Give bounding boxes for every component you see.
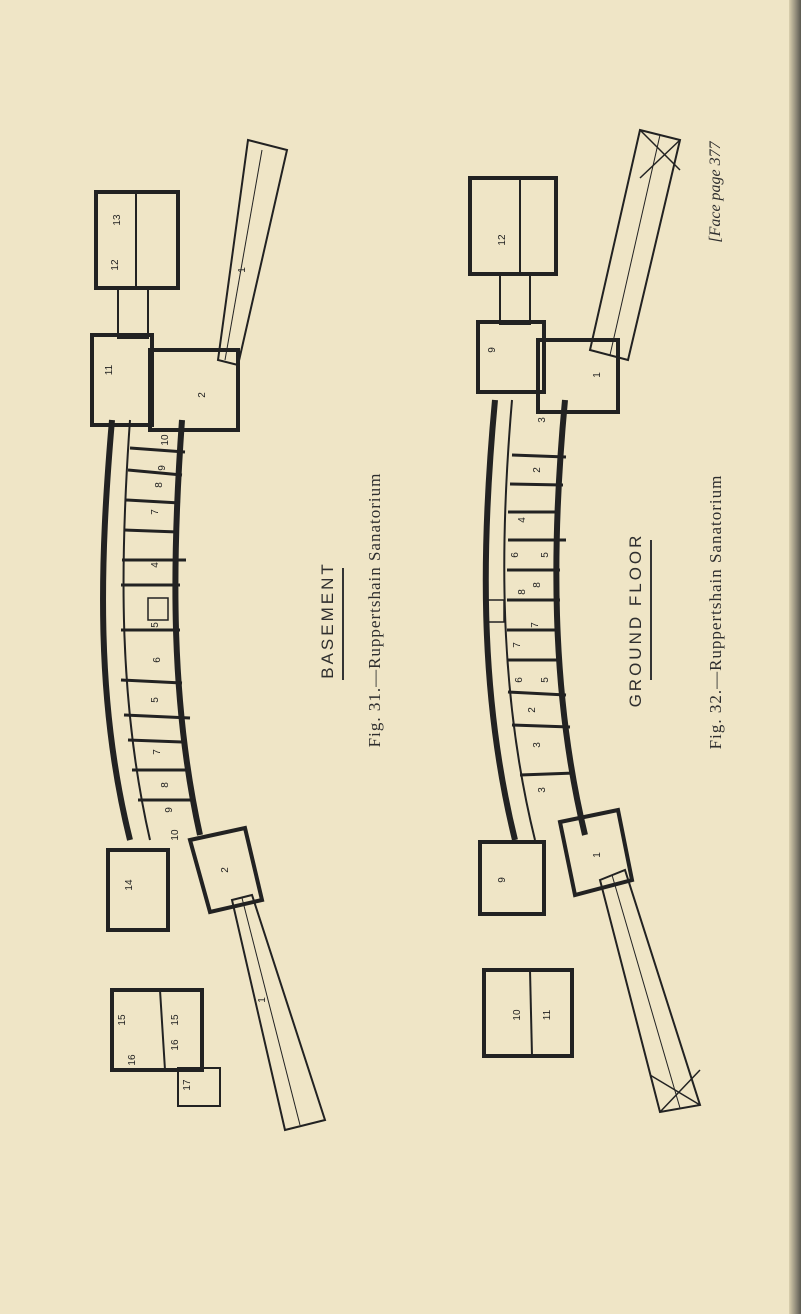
ground-passage-bottom-cap-b	[649, 1074, 701, 1106]
ground-block-bottom-divider	[529, 969, 533, 1057]
page-binding-edge	[789, 0, 801, 1314]
ground_floor-room-8-label: 8	[532, 582, 543, 588]
basement-passage-bottom	[230, 893, 327, 1132]
basement-room-5-label: 5	[150, 622, 161, 628]
basement-room-8-label: 8	[160, 782, 171, 788]
basement-figure-caption: Fig. 31.—Ruppertshain Sanatorium	[365, 472, 384, 748]
ground_floor-room-4-label: 4	[517, 517, 528, 523]
basement-room-10-label: 10	[160, 434, 171, 446]
ground-floor-figure-caption: Fig. 32.—Ruppertshain Sanatorium	[706, 474, 725, 750]
ground-room-9-bottom-block	[478, 840, 546, 916]
basement-room-partitions	[120, 446, 193, 802]
ground-passage-top-line	[609, 134, 661, 356]
ground-stair-mid	[485, 599, 505, 623]
basement-room-2-label: 2	[197, 392, 208, 398]
ground_floor-room-2-label: 2	[527, 707, 538, 713]
basement-label-underline	[342, 568, 344, 680]
basement-room-7-label: 7	[152, 749, 163, 755]
basement-room-15-label: 15	[117, 1014, 128, 1026]
ground_floor-room-8-label: 8	[517, 589, 528, 595]
basement-room-13-label: 13	[112, 214, 123, 226]
basement-block-bottom	[110, 988, 204, 1072]
ground_floor-room-12-label: 12	[497, 234, 508, 246]
ground-wing-outer-wall	[482, 399, 518, 841]
basement-room-10-label: 10	[170, 829, 181, 841]
ground_floor-room-2-label: 2	[532, 467, 543, 473]
basement-stair-mid	[147, 597, 169, 621]
ground_floor-room-3-label: 3	[532, 742, 543, 748]
basement-room-14-block	[106, 848, 170, 932]
ground_floor-room-3-label: 3	[537, 787, 548, 793]
ground-room-1-bottom	[557, 807, 635, 898]
basement-room-12-label: 12	[110, 259, 121, 271]
basement-room-1-label: 1	[257, 997, 268, 1003]
basement-room-7-label: 7	[150, 509, 161, 515]
ground_floor-room-3-label: 3	[537, 417, 548, 423]
ground_floor-room-1-label: 1	[592, 852, 603, 858]
basement-room-16-label: 16	[127, 1054, 138, 1066]
ground_floor-room-5-label: 5	[540, 677, 551, 683]
ground_floor-room-6-label: 6	[514, 677, 525, 683]
ground_floor-room-11-label: 11	[542, 1009, 553, 1020]
basement-passage-top-line	[224, 149, 263, 361]
basement-room-9-label: 9	[157, 465, 168, 471]
basement-room-6-label: 6	[152, 657, 163, 663]
ground-passage-top-cap-a	[639, 129, 681, 171]
ground-wing-corridor-line	[503, 399, 536, 841]
ground-block-bottom	[482, 968, 574, 1058]
basement-room-5-label: 5	[150, 697, 161, 703]
ground_floor-room-1-label: 1	[592, 372, 603, 378]
face-page-note: [Face page 377	[707, 141, 724, 243]
ground_floor-room-9-label: 9	[487, 347, 498, 353]
ground_floor-room-7-label: 7	[530, 622, 541, 628]
ground-floor-plan	[468, 128, 702, 1114]
basement-room-14-label: 14	[124, 879, 135, 891]
ground-wing-inner-wall	[553, 399, 588, 836]
basement-passage-bottom-line	[241, 897, 301, 1126]
basement-room-17-label: 17	[182, 1079, 193, 1091]
basement-room-15-label: 15	[170, 1014, 181, 1026]
basement-room-2-bottom	[187, 825, 265, 915]
basement-room-9-label: 9	[164, 807, 175, 813]
ground_floor-room-10-label: 10	[512, 1009, 523, 1021]
ground_floor-room-9-label: 9	[497, 877, 508, 883]
basement-wing-outer-wall	[100, 419, 133, 841]
ground_floor-room-7-label: 7	[512, 642, 523, 648]
ground-passage-top-cap-b	[639, 139, 681, 179]
basement-block-bottom-divider	[159, 989, 166, 1071]
basement-room-16-label: 16	[170, 1039, 181, 1051]
basement-room-11-block	[90, 333, 154, 427]
ground-passage-bottom-cap-a	[659, 1069, 701, 1113]
basement-room-8-label: 8	[154, 482, 165, 488]
ground-floor-plan-label: GROUND FLOOR	[626, 532, 645, 708]
ground-stair-top	[499, 273, 531, 325]
basement-wing-inner-wall	[172, 419, 203, 836]
basement-room-4-label: 4	[150, 562, 161, 568]
ground-room-9-block	[476, 320, 546, 394]
basement-room-1-label: 1	[237, 267, 248, 273]
basement-room-2-top	[148, 348, 240, 432]
basement-room-2-label: 2	[220, 867, 231, 873]
basement-plan-label: BASEMENT	[318, 561, 337, 679]
ground_floor-room-6-label: 6	[510, 552, 521, 558]
basement-room-17	[177, 1067, 221, 1107]
basement-plan	[90, 138, 327, 1132]
ground-block-top	[468, 176, 558, 276]
ground-passage-bottom-line	[611, 874, 681, 1109]
basement-room-11-label: 11	[104, 364, 115, 375]
ground-floor-label-underline	[650, 540, 652, 680]
ground-room-partitions	[507, 453, 576, 777]
basement-passage-top	[216, 138, 289, 367]
ground_floor-room-5-label: 5	[540, 552, 551, 558]
ground-room-1-top	[536, 338, 620, 414]
basement-stair-top	[117, 287, 149, 339]
